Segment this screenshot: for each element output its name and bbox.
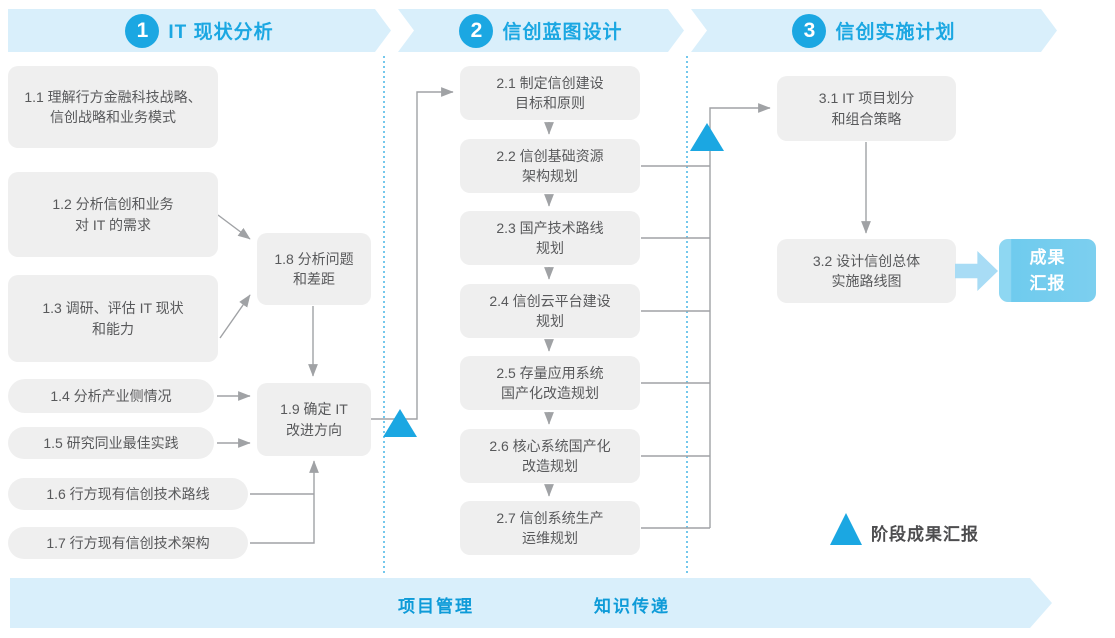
legend-triangle-icon (830, 513, 862, 545)
step-box-2-2: 2.2 信创基础资源 架构规划 (460, 139, 640, 193)
step-box-2-3: 2.3 国产技术路线 规划 (460, 211, 640, 265)
phase-2-number-badge: 2 (459, 14, 493, 48)
phase-band-2: 2 信创蓝图设计 (398, 9, 684, 52)
step-box-2-5: 2.5 存量应用系统 国产化改造规划 (460, 356, 640, 410)
step-box-1-1: 1.1 理解行方金融科技战略、 信创战略和业务模式 (8, 66, 218, 148)
milestone-triangle-phase1 (383, 409, 417, 437)
arrow-1-2-to-1-8 (217, 214, 251, 240)
step-box-3-2: 3.2 设计信创总体 实施路线图 (777, 239, 956, 303)
step-box-1-7: 1.7 行方现有信创技术架构 (8, 527, 248, 559)
milestone-triangle-phase2 (690, 123, 724, 151)
arrow-collector-to-3-1 (709, 103, 771, 528)
legend-milestone-label: 阶段成果汇报 (871, 525, 979, 544)
step-box-1-9: 1.9 确定 IT 改进方向 (257, 383, 371, 456)
step-box-2-7: 2.7 信创系统生产 运维规划 (460, 501, 640, 555)
bottom-label-project-management: 项目管理 (398, 597, 474, 616)
result-report-box: 成果 汇报 (999, 239, 1096, 302)
phase-band-3: 3 信创实施计划 (691, 9, 1057, 52)
step-box-3-1: 3.1 IT 项目划分 和组合策略 (777, 76, 956, 141)
step-box-2-4: 2.4 信创云平台建设 规划 (460, 284, 640, 338)
step-box-1-6: 1.6 行方现有信创技术路线 (8, 478, 248, 510)
step-box-2-6: 2.6 核心系统国产化 改造规划 (460, 429, 640, 483)
phase-2-title: 信创蓝图设计 (502, 22, 623, 43)
arrow-1-7-to-1-9 (250, 460, 319, 544)
step-box-2-1: 2.1 制定信创建设 目标和原则 (460, 66, 640, 120)
step-box-1-8: 1.8 分析问题 和差距 (257, 233, 371, 305)
bottom-band: 项目管理 知识传递 (10, 578, 1052, 628)
step-box-1-5: 1.5 研究同业最佳实践 (8, 427, 214, 459)
phase-1-title: IT 现状分析 (168, 22, 274, 43)
phase-3-title: 信创实施计划 (835, 22, 956, 43)
phase-3-number-badge: 3 (792, 14, 826, 48)
step-box-1-3: 1.3 调研、评估 IT 现状 和能力 (8, 275, 218, 362)
arrow-1-9-to-2-1 (371, 87, 454, 420)
step-box-1-4: 1.4 分析产业侧情况 (8, 379, 214, 413)
step-box-1-2: 1.2 分析信创和业务 对 IT 的需求 (8, 172, 218, 257)
phase-1-number-badge: 1 (125, 14, 159, 48)
phase-band-1: 1 IT 现状分析 (8, 9, 391, 52)
arrow-1-3-to-1-8 (219, 294, 251, 339)
bottom-label-knowledge-transfer: 知识传递 (594, 597, 670, 616)
